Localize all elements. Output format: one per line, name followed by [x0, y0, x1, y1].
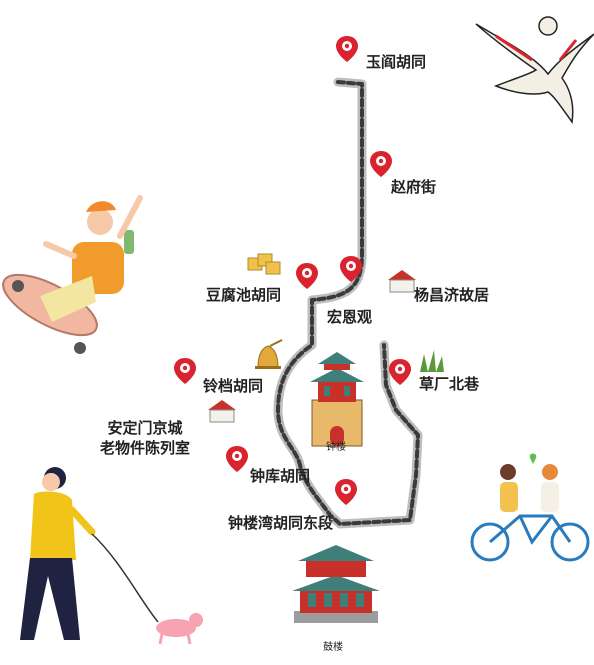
label-doufuchi: 豆腐池胡同: [206, 286, 282, 304]
house-icon-anding: [208, 400, 236, 423]
label-andingmen-line2: 老物件陈列室: [100, 439, 191, 457]
pin-zhonglouwan: [335, 479, 357, 505]
label-lingdang: 铃档胡同: [203, 377, 264, 395]
label-hongen: 宏恩观: [327, 308, 373, 326]
label-zhongku: 钟库胡同: [250, 467, 311, 485]
pin-doufuchi: [296, 263, 318, 289]
label-zhaofu: 赵府街: [391, 178, 437, 196]
label-zhonglouwan: 钟楼湾胡同东段: [228, 514, 334, 532]
label-bell-tower: 钟楼: [326, 442, 346, 453]
pin-zhongku: [226, 446, 248, 472]
tofu-illustration: [247, 253, 281, 275]
kite-illustration: [475, 16, 594, 124]
house-icon-yang: [388, 270, 416, 293]
drum-tower-illustration: [292, 545, 380, 623]
dog-walker-illustration: [20, 467, 203, 645]
label-andingmen: 安定门京城 老物件陈列室: [100, 418, 190, 458]
label-drum-tower: 鼓楼: [323, 642, 343, 653]
label-andingmen-line1: 安定门京城: [107, 419, 183, 437]
grass-icon: [420, 350, 444, 372]
bell-icon: [255, 339, 283, 369]
label-yangchangji: 杨昌济故居: [414, 286, 490, 304]
label-caochang: 草厂北巷: [419, 375, 480, 393]
pin-lingdang: [174, 358, 196, 384]
pin-caochang: [389, 359, 411, 385]
tandem-bicycle-illustration: [470, 453, 590, 562]
label-yuyan: 玉阎胡同: [366, 53, 427, 71]
pin-yuyan: [336, 36, 358, 62]
bell-tower-illustration: [310, 352, 364, 447]
skateboarder-illustration: [2, 195, 143, 354]
route-path: [273, 77, 423, 529]
pin-zhaofu: [370, 151, 392, 177]
